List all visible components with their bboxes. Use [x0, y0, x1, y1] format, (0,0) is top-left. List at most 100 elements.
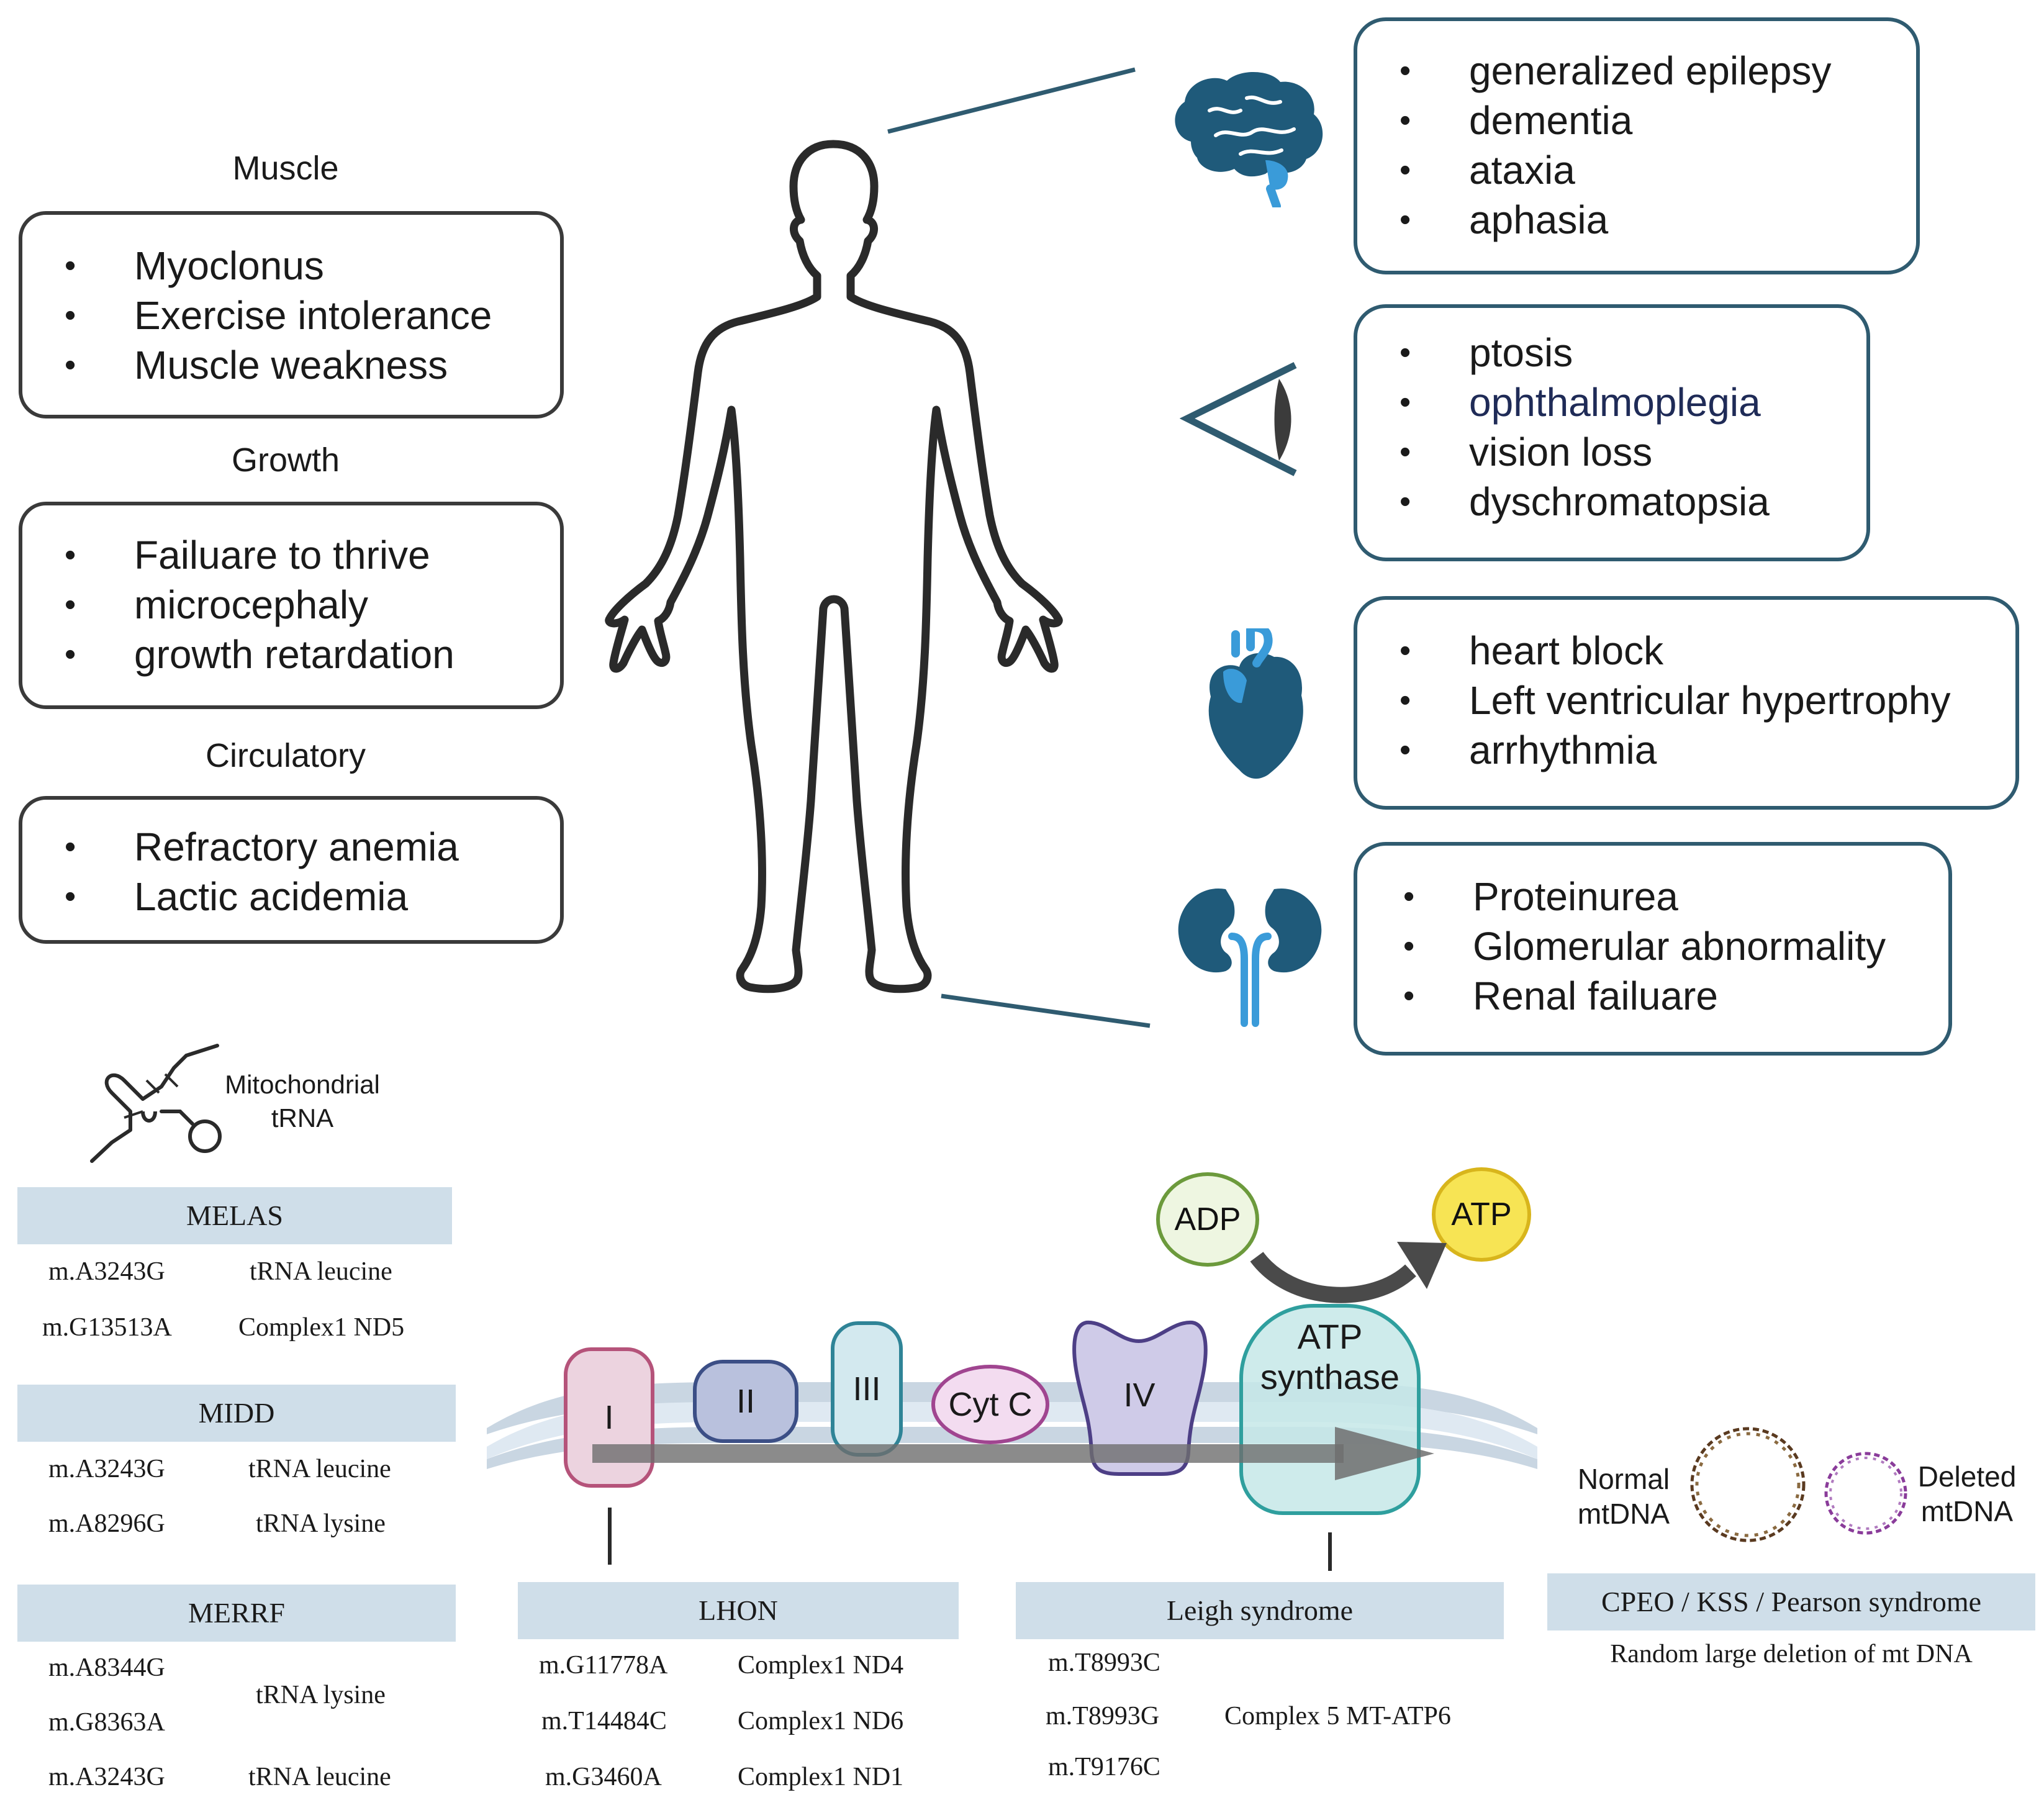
brain-icon: [1175, 71, 1323, 207]
table-cell: m.A8296G: [48, 1509, 165, 1538]
table-cell: tRNA lysine: [256, 1509, 386, 1538]
trna-label-line1: Mitochondrial: [225, 1070, 380, 1099]
list-item: Myoclonus: [65, 241, 492, 291]
list-item: vision loss: [1400, 427, 1770, 477]
muscle-box: Myoclonus Exercise intolerance Muscle we…: [19, 211, 564, 418]
cpeo-header: CPEO / KSS / Pearson syndrome: [1547, 1573, 2035, 1630]
complex-4-label: IV: [1123, 1377, 1155, 1414]
list-item: ptosis: [1400, 328, 1770, 378]
deleted-mtdna-label: Deleted mtDNA: [1911, 1459, 2023, 1529]
table-cell: m.T9176C: [1048, 1753, 1160, 1781]
table-cell: m.G8363A: [48, 1708, 165, 1737]
brain-list: generalized epilepsy dementia ataxia aph…: [1400, 46, 1832, 245]
growth-list: Failuare to thrive microcephaly growth r…: [65, 530, 454, 679]
table-cell: m.A3243G: [48, 1257, 165, 1286]
kidney-box: Proteinurea Glomerular abnormality Renal…: [1354, 842, 1952, 1056]
eye-list: ptosis ophthalmoplegia vision loss dysch…: [1400, 328, 1770, 527]
growth-title: Growth: [231, 441, 340, 479]
complex-2-label: II: [736, 1383, 755, 1420]
list-item: heart block: [1400, 626, 1951, 676]
table-cell: m.A8344G: [48, 1653, 165, 1682]
trna-icon: [90, 1044, 222, 1163]
normal-mtdna-line1: Normal: [1577, 1463, 1670, 1495]
lhon-header: LHON: [518, 1582, 959, 1639]
kidney-connector: [941, 993, 1151, 1028]
complex-2: II: [693, 1360, 798, 1443]
table-cell: Complex1 ND4: [738, 1651, 904, 1680]
list-item: Lactic acidemia: [65, 872, 459, 921]
cytochrome-c-label: Cyt C: [948, 1386, 1033, 1423]
list-item: dementia: [1400, 96, 1832, 145]
table-cell: m.G13513A: [42, 1313, 172, 1342]
list-item: Left ventricular hypertrophy: [1400, 676, 1950, 725]
deleted-mtdna-line2: mtDNA: [1920, 1495, 2014, 1527]
table-cell: tRNA leucine: [248, 1455, 391, 1483]
list-item: generalized epilepsy: [1400, 46, 1831, 96]
kidney-icon: [1178, 888, 1322, 1027]
adp-circle: ADP: [1156, 1172, 1259, 1267]
heart-list: heart block Left ventricular hypertrophy…: [1400, 626, 1951, 775]
electron-flow-arrow: [592, 1427, 1434, 1480]
list-item: Refractory anemia: [65, 822, 459, 872]
list-item: growth retardation: [65, 630, 454, 679]
table-cell: m.T14484C: [541, 1707, 667, 1735]
leigh-header: Leigh syndrome: [1016, 1582, 1504, 1639]
growth-box: Failuare to thrive microcephaly growth r…: [19, 502, 564, 709]
midd-header: MIDD: [17, 1385, 456, 1442]
table-cell: tRNA lysine: [256, 1681, 386, 1709]
circulatory-list: Refractory anemia Lactic acidemia: [65, 822, 459, 921]
table-cell: tRNA leucine: [250, 1257, 392, 1286]
normal-mtdna-line2: mtDNA: [1577, 1498, 1670, 1530]
heart-box: heart block Left ventricular hypertrophy…: [1354, 596, 2019, 810]
kidney-list: Proteinurea Glomerular abnormality Renal…: [1403, 872, 1886, 1021]
list-item: aphasia: [1400, 195, 1832, 245]
table-cell: m.A3243G: [48, 1763, 165, 1791]
atp-label: ATP: [1451, 1196, 1512, 1232]
merrf-header: MERRF: [17, 1585, 456, 1642]
trna-label: Mitochondrial tRNA: [225, 1068, 380, 1135]
muscle-title: Muscle: [232, 150, 339, 187]
table-cell: m.T8993G: [1046, 1702, 1160, 1730]
brain-connector: [887, 67, 1136, 134]
adp-to-atp-arrow: [1250, 1242, 1447, 1303]
list-item: arrhythmia: [1400, 725, 1951, 775]
complex-3-label: III: [852, 1370, 881, 1408]
circulatory-box: Refractory anemia Lactic acidemia: [19, 796, 564, 944]
eye-box: ptosis ophthalmoplegia vision loss dysch…: [1354, 304, 1870, 561]
list-item: ataxia: [1400, 145, 1832, 195]
atp-synthase-label-2: synthase: [1260, 1357, 1400, 1396]
table-cell: Complex1 ND1: [738, 1763, 904, 1791]
list-item: Glomerular abnormality: [1403, 921, 1886, 971]
normal-mtdna-label: Normal mtDNA: [1571, 1462, 1676, 1531]
eye-icon: [1180, 362, 1297, 476]
list-item: Failuare to thrive: [65, 530, 454, 580]
human-body-outline: [605, 140, 1063, 993]
table-cell: m.G11778A: [539, 1651, 668, 1680]
list-item: ophthalmoplegia: [1400, 378, 1770, 427]
deleted-mtdna-line1: Deleted: [1917, 1460, 2017, 1493]
table-cell: m.A3243G: [48, 1455, 165, 1483]
heart-icon: [1208, 628, 1303, 779]
list-item: Renal failuare: [1403, 971, 1886, 1021]
muscle-list: Myoclonus Exercise intolerance Muscle we…: [65, 241, 492, 390]
cytochrome-c: Cyt C: [931, 1365, 1049, 1444]
atp-circle: ATP: [1432, 1167, 1531, 1262]
trna-label-line2: tRNA: [271, 1103, 334, 1133]
list-item: dyschromatopsia: [1400, 477, 1770, 527]
table-cell: m.T8993C: [1048, 1648, 1160, 1677]
list-item: Muscle weakness: [65, 340, 492, 390]
complex-1: I: [564, 1347, 654, 1488]
table-cell: Complex1 ND6: [738, 1707, 904, 1735]
table-cell: m.G3460A: [545, 1763, 662, 1791]
melas-header: MELAS: [17, 1187, 452, 1244]
list-item: microcephaly: [65, 580, 454, 630]
list-item: Proteinurea: [1403, 872, 1886, 921]
circulatory-title: Circulatory: [205, 737, 366, 774]
normal-mtdna-circle: [1690, 1427, 1806, 1542]
brain-box: generalized epilepsy dementia ataxia aph…: [1354, 17, 1920, 274]
table-cell: tRNA leucine: [248, 1763, 391, 1791]
cpeo-description: Random large deletion of mt DNA: [1610, 1640, 1973, 1668]
